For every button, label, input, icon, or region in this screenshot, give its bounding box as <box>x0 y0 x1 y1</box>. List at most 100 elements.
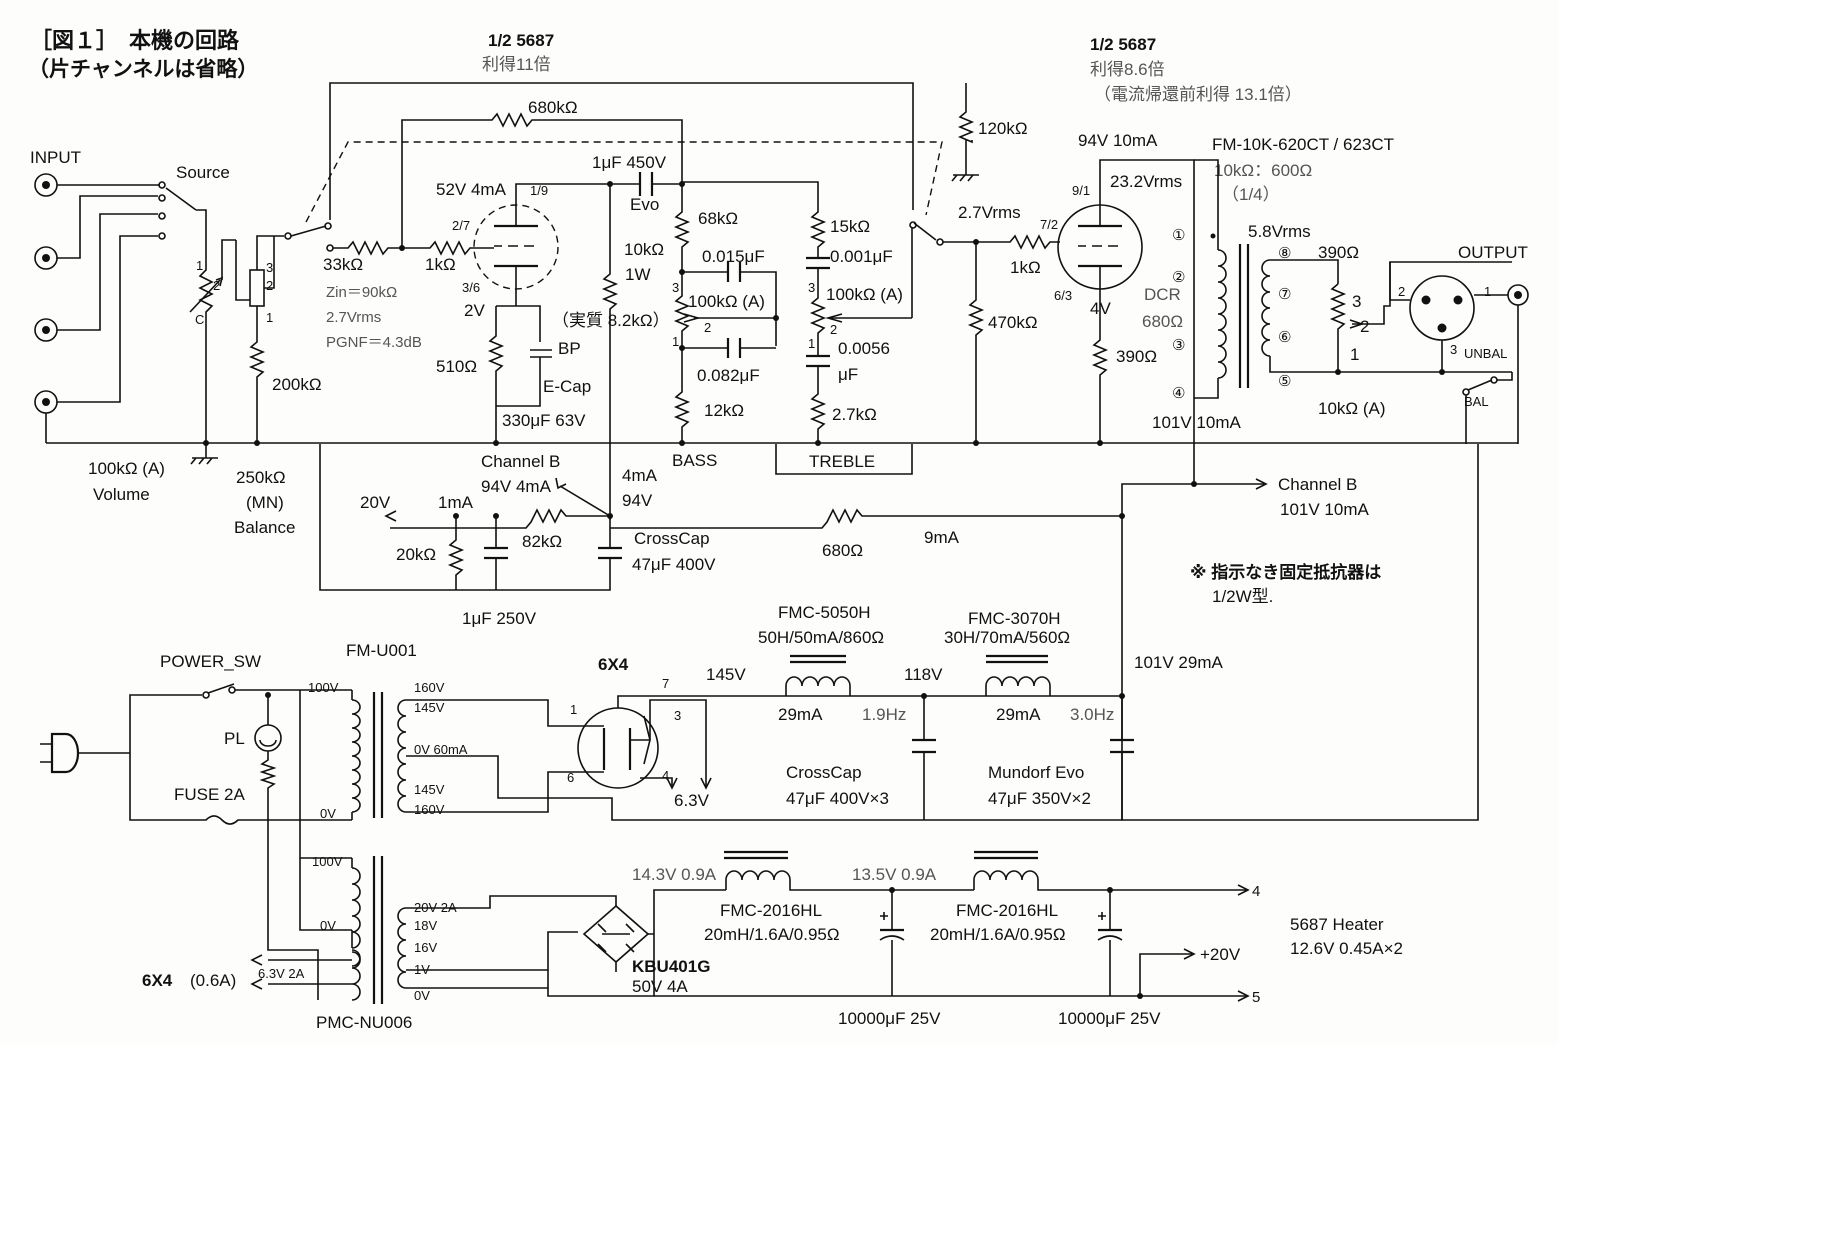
tube1-gain: 利得11倍 <box>482 55 551 74</box>
bass-network <box>673 182 777 444</box>
input-jacks <box>34 173 160 443</box>
lv-cap-2 <box>654 890 1250 1002</box>
tube1-cathode-v: 2V <box>464 301 485 320</box>
stage2-vrms: 2.7Vrms <box>958 203 1021 222</box>
treble-label: TREBLE <box>809 452 875 471</box>
heater-6x4-i: (0.6A) <box>190 971 236 990</box>
heater-6x4: 6X4 <box>142 971 173 990</box>
cap2-spec: 47μF 350V×2 <box>988 789 1091 808</box>
hv-145v: 145V <box>706 665 746 684</box>
ot-pin4: ④ <box>1172 385 1185 402</box>
bridge-name: KBU401G <box>632 957 710 976</box>
supply-cc-name: CrossCap <box>634 529 710 548</box>
treble-network <box>682 181 912 444</box>
cap-330u: 330μF 63V <box>502 411 586 430</box>
choke2-spec: 30H/70mA/560Ω <box>944 628 1070 647</box>
volume-pin2: 2 <box>213 278 220 293</box>
cap-ecap: E-Cap <box>543 377 591 396</box>
supply-cc-val: 47μF 400V <box>632 555 716 574</box>
power-transformer-2 <box>267 820 726 1004</box>
trans1-label: FM-U001 <box>346 641 417 660</box>
lv-ch2-name: FMC-2016HL <box>956 901 1058 920</box>
t2-16v: 16V <box>414 940 437 955</box>
lv-out5: 5 <box>1252 989 1260 1006</box>
ot-pin1: ① <box>1172 227 1185 244</box>
output-network <box>1329 261 1529 444</box>
ot-dcr-1: DCR <box>1144 285 1181 304</box>
treble-pin3: 3 <box>808 280 815 295</box>
bass-r-top: 68kΩ <box>698 209 738 228</box>
pl-label: PL <box>224 729 245 748</box>
ot-pin7: ⑦ <box>1278 286 1291 303</box>
r-120k-label: 120kΩ <box>978 119 1028 138</box>
fuse <box>198 815 300 825</box>
cap1-spec: 47μF 400V×3 <box>786 789 889 808</box>
tube1-bias: 52V 4mA <box>436 180 507 199</box>
lv-p20v: +20V <box>1200 945 1241 964</box>
rect-pin3: 3 <box>674 708 681 723</box>
bass-note: （実質 8.2kΩ） <box>552 311 670 330</box>
triode-2 <box>1057 159 1195 444</box>
bass-pin3: 3 <box>672 280 679 295</box>
heater-63v: 6.3V <box>674 791 710 810</box>
r-10k-power: 1W <box>625 265 651 284</box>
tube1-pin-anode: 1/9 <box>530 183 548 198</box>
t2-18v: 18V <box>414 918 437 933</box>
stage2-input <box>909 83 1060 444</box>
supply-9ma: 9mA <box>924 528 960 547</box>
tube2-vout: 23.2Vrms <box>1110 172 1182 191</box>
source-label: Source <box>176 163 230 182</box>
ground-symbol <box>190 140 979 465</box>
t1-145a: 145V <box>414 700 445 715</box>
t2-20v: 20V 2A <box>414 900 457 915</box>
bridge-rectifier <box>582 904 654 972</box>
t1-0v60: 0V 60mA <box>414 742 468 757</box>
treble-c-top: 0.001μF <box>830 247 893 266</box>
choke1-name: FMC-5050H <box>778 603 871 622</box>
t2-100v: 100V <box>312 854 343 869</box>
bplus-distribution <box>319 444 1479 821</box>
treble-c-bot-2: μF <box>838 365 858 384</box>
r-1k-label: 1kΩ <box>425 255 456 274</box>
cap1-name: CrossCap <box>786 763 862 782</box>
tube2-gain: 利得8.6倍 <box>1090 60 1165 79</box>
tube2-title: 1/2 5687 <box>1090 35 1156 54</box>
treble-r-bot: 2.7kΩ <box>832 405 877 424</box>
balance-pin2: 2 <box>266 278 273 293</box>
chb-a-1: Channel B <box>481 452 560 471</box>
t2-0v: 0V <box>320 918 336 933</box>
ot-pin5: ⑤ <box>1278 373 1291 390</box>
xlr-pin3: 3 <box>1450 342 1457 357</box>
power-sw-label: POWER_SW <box>160 652 261 671</box>
out-pin2: 2 <box>1360 317 1369 336</box>
hv-118v: 118V <box>904 665 943 684</box>
ot-dcr-2: 680Ω <box>1142 312 1183 331</box>
treble-pin2: 2 <box>830 322 837 337</box>
bass-pin2: 2 <box>704 320 711 335</box>
coupling-cap-value: 1μF 450V <box>592 153 667 172</box>
tube2-cathode-v: 4V <box>1090 299 1111 318</box>
lv-ch2-spec: 20mH/1.6A/0.95Ω <box>930 925 1066 944</box>
choke2-current: 29mA <box>996 705 1041 724</box>
filter-cap-2 <box>1110 696 1134 820</box>
pilot-lamp <box>254 695 282 820</box>
supply-c1u: 1μF 250V <box>462 609 537 628</box>
output-label: OUTPUT <box>1458 243 1528 262</box>
lv-cap-1 <box>879 890 905 996</box>
out-pot: 10kΩ (A) <box>1318 399 1386 418</box>
ot-pin2: ② <box>1172 269 1185 286</box>
tube2-pin-anode: 9/1 <box>1072 183 1090 198</box>
lv-c1: 10000μF 25V <box>838 1009 941 1028</box>
power-switch <box>202 683 300 699</box>
tube2-pin-cathode: 6/3 <box>1054 288 1072 303</box>
t2-0v-b: 0V <box>414 988 430 1003</box>
output-transformer <box>1194 159 1512 399</box>
t1-100v: 100V <box>308 680 339 695</box>
coupling-cap <box>624 172 682 196</box>
supply-1ma: 1mA <box>438 493 474 512</box>
bass-pin1: 1 <box>672 334 679 349</box>
lv-ch1-name: FMC-2016HL <box>720 901 822 920</box>
rect-pin6: 6 <box>567 770 574 785</box>
ot-pin3: ③ <box>1172 337 1185 354</box>
heater-63v-2a: 6.3V 2A <box>258 966 305 981</box>
